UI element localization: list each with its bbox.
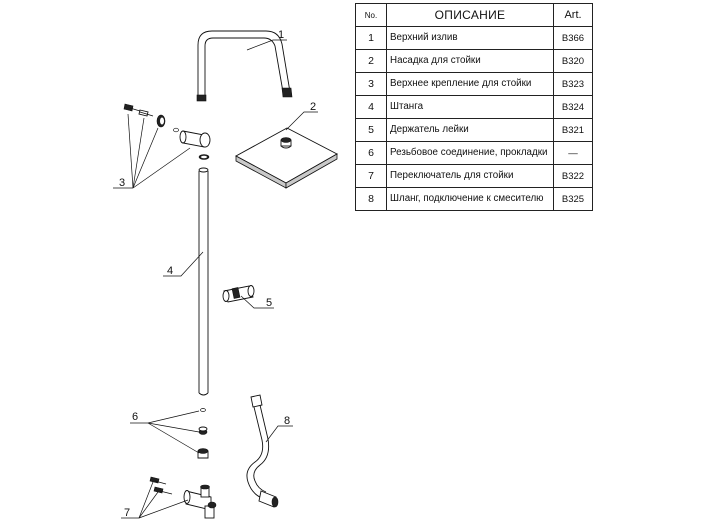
shower-head: [235, 127, 338, 189]
row-description: Резьбовое соединение, прокладки: [386, 141, 554, 165]
row-description: Насадка для стойки: [386, 49, 554, 73]
table-row: 1 Верхний излив B366: [355, 26, 593, 50]
row-description: Держатель лейки: [386, 118, 554, 142]
header-description: ОПИСАНИЕ: [386, 3, 554, 27]
header-no: No.: [355, 3, 387, 27]
row-art: B366: [553, 26, 593, 50]
callout-label-4: 4: [167, 265, 173, 277]
upper-bracket: [123, 103, 211, 160]
row-no: 3: [355, 72, 387, 96]
parts-table-header: No. ОПИСАНИЕ Art.: [355, 3, 593, 27]
parts-table: No. ОПИСАНИЕ Art. 1 Верхний излив B366 2…: [355, 3, 593, 211]
top-spout: [196, 30, 293, 102]
row-no: 6: [355, 141, 387, 165]
callout-6: 6: [130, 410, 200, 454]
row-art: B320: [553, 49, 593, 73]
row-art: B321: [553, 118, 593, 142]
handshower-holder: [222, 285, 255, 303]
row-no: 4: [355, 95, 387, 119]
callout-2: 2: [285, 101, 318, 131]
callout-label-6: 6: [132, 411, 138, 423]
table-row: 2 Насадка для стойки B320: [355, 49, 593, 73]
callout-label-1: 1: [278, 29, 284, 41]
row-art: B322: [553, 164, 593, 188]
callout-5: 5: [240, 295, 274, 309]
callout-8: 8: [265, 415, 293, 443]
row-art: B324: [553, 95, 593, 119]
callout-7: 7: [121, 481, 189, 519]
table-row: 7 Переключатель для стойки B322: [355, 164, 593, 188]
callout-label-5: 5: [266, 297, 272, 309]
callout-3: 3: [113, 113, 191, 189]
row-no: 5: [355, 118, 387, 142]
row-art: —: [553, 141, 593, 165]
header-art: Art.: [553, 3, 593, 27]
row-no: 2: [355, 49, 387, 73]
callout-label-8: 8: [284, 415, 290, 427]
callout-label-3: 3: [119, 177, 125, 189]
row-description: Верхнее крепление для стойки: [386, 72, 554, 96]
row-art: B323: [553, 72, 593, 96]
table-row: 8 Шланг, подключение к смесителю B325: [355, 187, 593, 211]
table-row: 6 Резьбовое соединение, прокладки —: [355, 141, 593, 165]
row-no: 1: [355, 26, 387, 50]
row-description: Верхний излив: [386, 26, 554, 50]
callout-1: 1: [246, 29, 287, 51]
table-row: 4 Штанга B324: [355, 95, 593, 119]
riser-pipe: [198, 167, 209, 396]
row-no: 7: [355, 164, 387, 188]
row-description: Переключатель для стойки: [386, 164, 554, 188]
callout-label-7: 7: [124, 507, 130, 519]
threaded-connectors: [197, 408, 209, 459]
callout-4: 4: [163, 251, 204, 277]
row-description: Штанга: [386, 95, 554, 119]
callout-label-2: 2: [310, 101, 316, 113]
row-description: Шланг, подключение к смесителю: [386, 187, 554, 211]
diverter: [149, 476, 217, 519]
row-art: B325: [553, 187, 593, 211]
row-no: 8: [355, 187, 387, 211]
table-row: 5 Держатель лейки B321: [355, 118, 593, 142]
table-row: 3 Верхнее крепление для стойки B323: [355, 72, 593, 96]
connection-hose: [246, 394, 279, 508]
